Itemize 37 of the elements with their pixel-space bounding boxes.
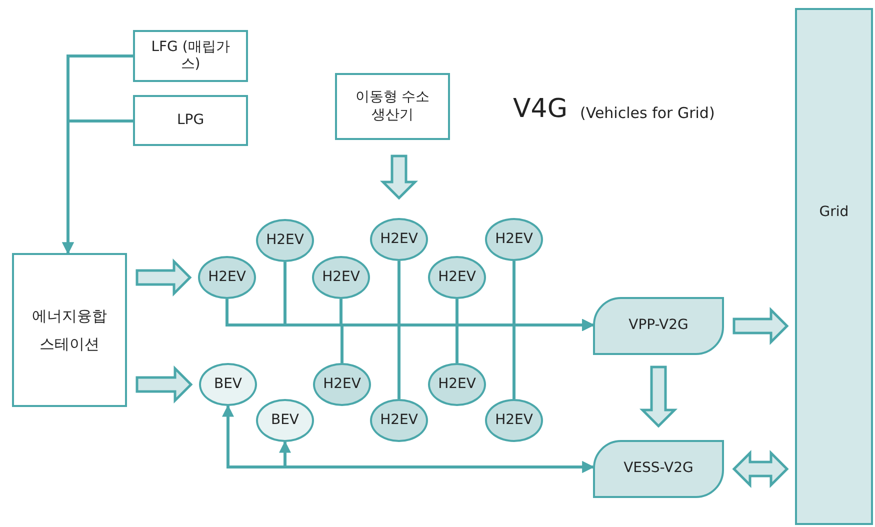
node-label: LPG <box>176 112 206 130</box>
node-label: 에너지융합 스테이션 <box>31 306 108 355</box>
grid-panel <box>795 8 873 525</box>
connector-arrow <box>62 120 133 254</box>
node-label: BEV <box>270 412 300 430</box>
diagram-heading: V4G <box>513 94 568 124</box>
node-label: H2EV <box>438 268 476 286</box>
node-label: H2EV <box>438 376 476 394</box>
node-label: 이동형 수소생산기 <box>354 89 431 124</box>
block-arrow <box>136 365 193 404</box>
node-label: H2EV <box>323 376 361 394</box>
node-label: H2EV <box>495 412 533 430</box>
node-label: LFG (매립가스) <box>150 38 231 74</box>
block-arrow <box>732 450 789 488</box>
block-arrow <box>732 306 789 346</box>
connector-arrow <box>279 440 594 473</box>
block-arrow <box>136 258 192 297</box>
node-label: H2EV <box>495 230 533 248</box>
node-label: H2EV <box>208 268 246 286</box>
node-label: Grid <box>819 204 849 222</box>
node-label: H2EV <box>266 232 304 250</box>
node-label: VESS-V2G <box>624 460 694 478</box>
process-box <box>133 95 248 146</box>
node-label: H2EV <box>322 268 360 286</box>
process-box <box>133 30 248 82</box>
node-label: VPP-V2G <box>628 317 688 335</box>
process-box <box>335 73 450 140</box>
heading-subtitle: (Vehicles for Grid) <box>580 104 715 122</box>
connector-arrow <box>512 319 594 399</box>
node-label: BEV <box>214 376 242 394</box>
process-box <box>12 253 127 407</box>
service-box <box>593 440 724 498</box>
service-box <box>593 297 724 355</box>
node-label: H2EV <box>380 230 418 248</box>
node-label: H2EV <box>380 412 418 430</box>
block-arrow <box>639 366 678 428</box>
block-arrow <box>380 154 418 200</box>
